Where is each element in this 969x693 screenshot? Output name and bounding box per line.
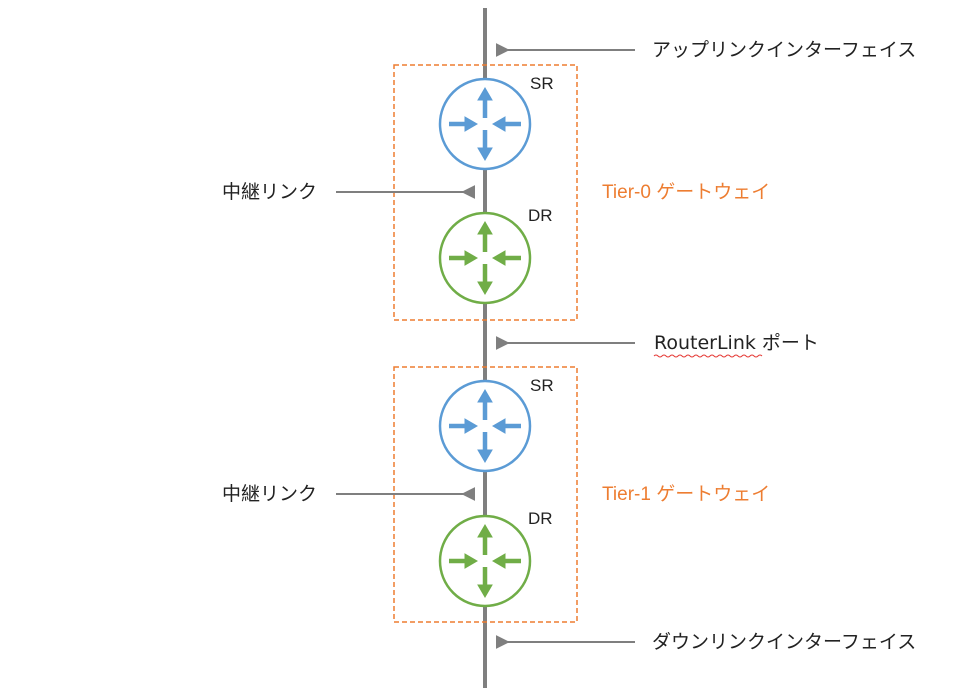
downlink-label: ダウンリンクインターフェイス — [652, 631, 916, 653]
tier0-sr-node — [438, 77, 532, 171]
router-icon — [438, 211, 532, 305]
tier0-dr-node — [438, 211, 532, 305]
routerlink-label: RouterLink ポート — [654, 332, 819, 354]
tier1-sr-node — [438, 379, 532, 473]
tier1-dr-node — [438, 514, 532, 608]
tier1-dr-label: DR — [528, 509, 553, 528]
tier0-sr-label: SR — [530, 74, 554, 93]
spellcheck-underline — [653, 354, 763, 358]
routerlink-name: RouterLink — [654, 332, 756, 354]
tier0-gateway-label: Tier-0 ゲートウェイ — [602, 181, 770, 203]
router-icon — [438, 77, 532, 171]
router-icon — [438, 514, 532, 608]
routerlink-suffix: ポート — [756, 332, 819, 354]
tier0-dr-label: DR — [528, 206, 553, 225]
router-icon — [438, 379, 532, 473]
tier1-sr-label: SR — [530, 376, 554, 395]
uplink-label: アップリンクインターフェイス — [652, 39, 916, 61]
tier1-gateway-label: Tier-1 ゲートウェイ — [602, 483, 770, 505]
transit-link-bottom-label: 中継リンク — [222, 483, 317, 505]
transit-link-top-label: 中継リンク — [222, 181, 317, 203]
